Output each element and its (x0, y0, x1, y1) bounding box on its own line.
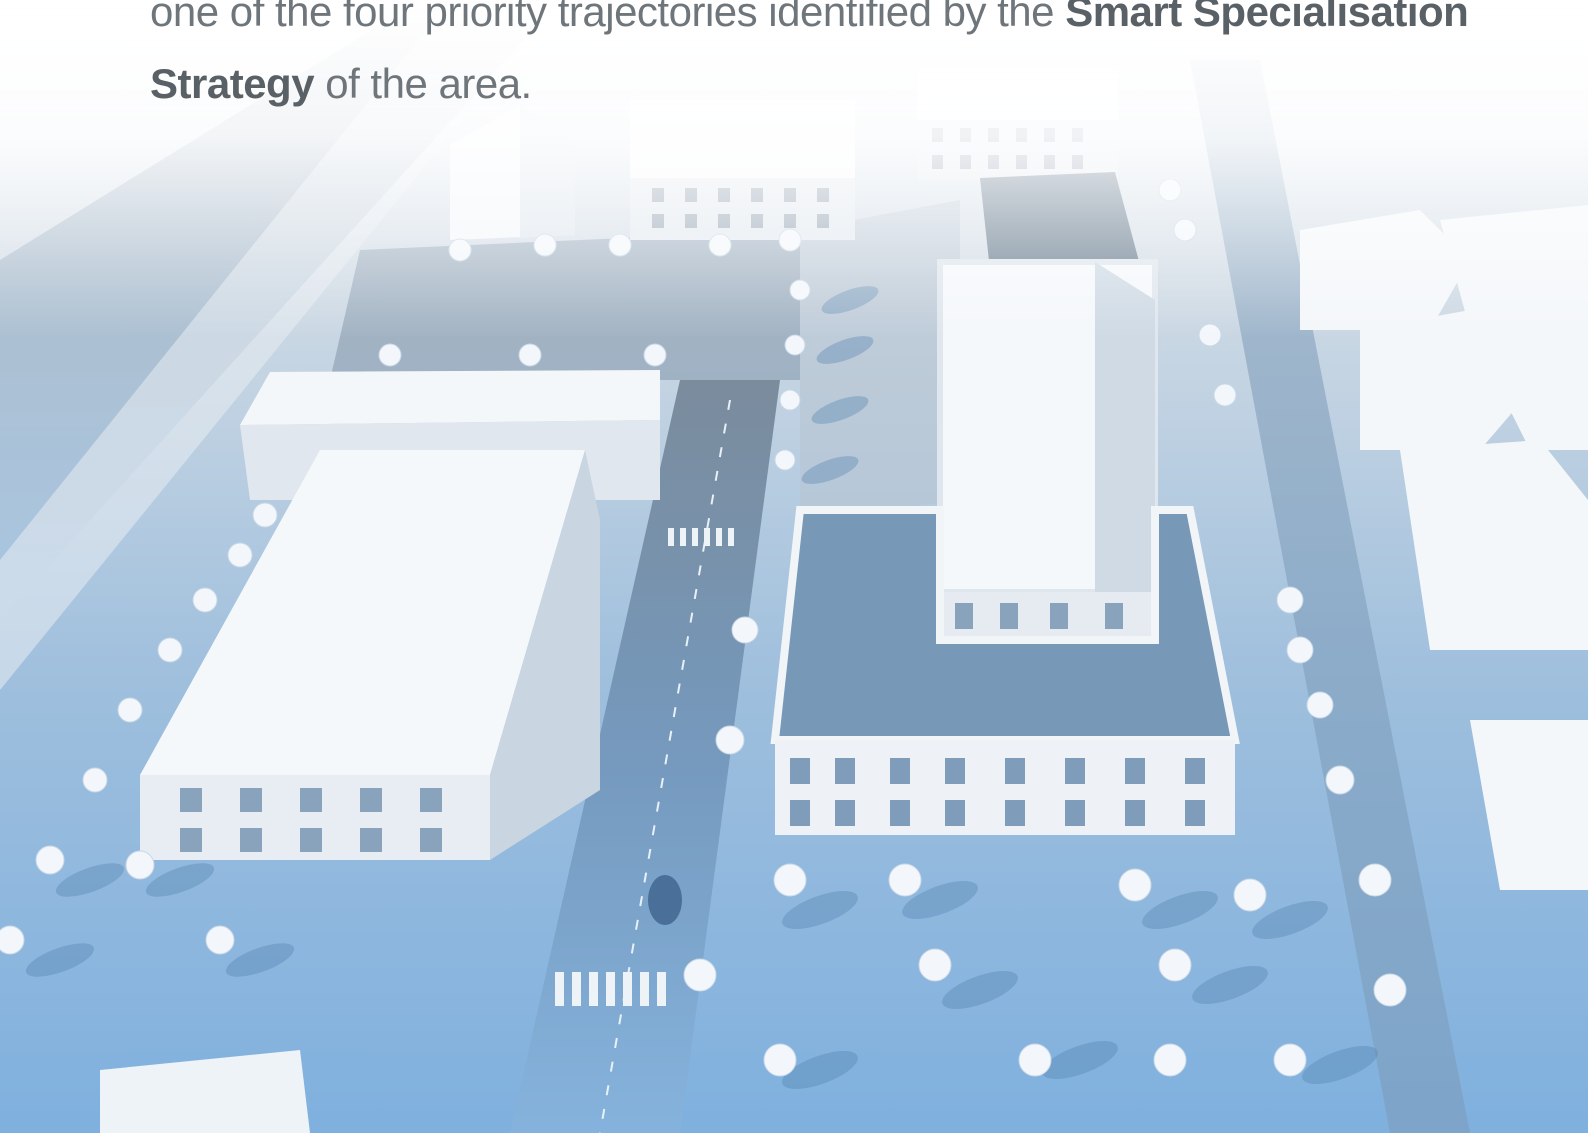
intro-text-end: of the area. (325, 60, 532, 107)
strategy-name-emphasis: Smart Specialisation Strategy (150, 0, 1469, 107)
intro-paragraph: one of the four priority trajectories id… (150, 0, 1470, 120)
intro-text-start: one of the four priority trajectories id… (150, 0, 1055, 35)
